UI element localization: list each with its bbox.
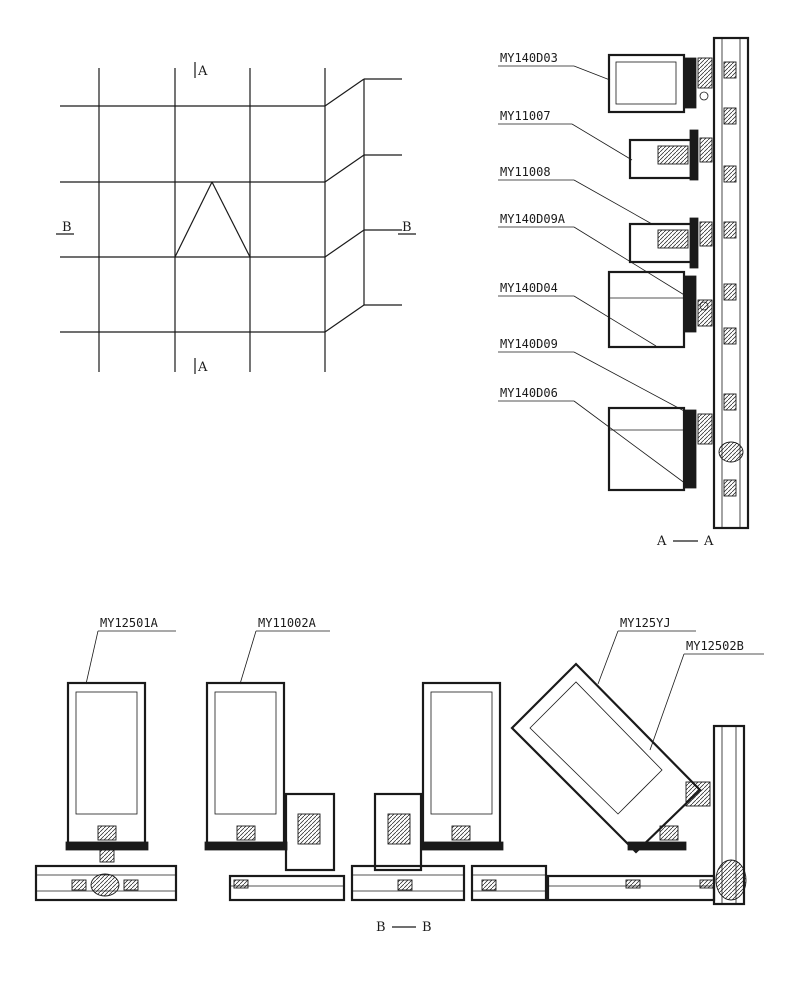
bb-corner-mullion [712,724,747,906]
bb-title-left: B [376,920,386,935]
bb-label-my11002a: MY11002A [258,616,317,630]
aa-label-my140d03: MY140D03 [500,51,558,65]
bb-mullion-3 [373,681,504,872]
bb-part-labels: MY12501A MY11002A MY125YJ MY12502B [100,616,744,653]
bb-label-my125yj: MY125YJ [620,616,671,630]
aa-vent-profile-2 [628,217,713,269]
aa-transom-middle [607,270,713,349]
section-mark-b-right-label: B [402,220,412,235]
aa-transom-bottom [607,406,713,492]
bb-leader-lines [85,630,764,751]
bb-title-right: B [422,920,432,935]
aa-label-my140d09: MY140D09 [500,337,558,351]
aa-leader-lines [498,65,687,485]
aa-label-my140d06: MY140D06 [500,386,558,400]
bb-angled-corner [510,662,711,854]
aa-section-title: A A [656,534,714,549]
elevation-grid-lines [60,68,402,372]
elevation-view: A A B B [56,62,416,375]
bb-section-title: B B [376,920,432,935]
bb-label-my12502b: MY12502B [686,639,744,653]
bb-mullion-1 [65,681,149,863]
aa-vent-profile-1 [628,129,713,181]
bb-label-my12501a: MY12501A [100,616,159,630]
section-mark-a-top: A [194,62,208,79]
section-mark-b-left: B [56,220,74,235]
aa-part-labels: MY140D03 MY11007 MY11008 MY140D09A MY140… [500,51,566,400]
aa-label-my140d04: MY140D04 [500,281,558,295]
section-mark-a-bottom-label: A [197,360,208,375]
bb-mullion-2 [204,681,336,872]
section-aa-view: MY140D03 MY11007 MY11008 MY140D09A MY140… [498,36,750,549]
aa-label-my11007: MY11007 [500,109,551,123]
bb-glass-strip [34,864,716,902]
aa-transom-top [607,53,713,114]
aa-title-left: A [656,534,667,549]
aa-title-right: A [703,534,714,549]
section-mark-a-bottom: A [194,358,208,375]
aa-wall-mullion [712,36,750,530]
aa-label-my140d09a: MY140D09A [500,212,566,226]
section-bb-view: MY12501A MY11002A MY125YJ MY12502B B B [34,616,764,935]
section-mark-b-left-label: B [62,220,72,235]
section-mark-b-right: B [398,220,416,235]
aa-label-my11008: MY11008 [500,165,551,179]
section-mark-a-top-label: A [197,64,208,79]
